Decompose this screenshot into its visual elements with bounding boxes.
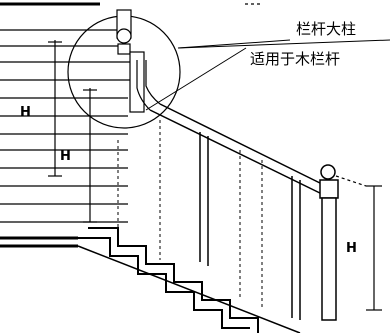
dimension-label-right: H: [346, 241, 357, 256]
dashed-lines: [117, 120, 263, 310]
balusters: [199, 132, 301, 320]
newel-post: [319, 164, 339, 321]
callout-line1: 栏杆大柱: [296, 20, 356, 38]
callout-line2: 适用于木栏杆: [250, 50, 340, 68]
handrail: [149, 103, 327, 197]
callout-leaders: [145, 39, 390, 111]
dimension-label-upper-left: H: [20, 105, 31, 120]
dimension-upper-left: [48, 40, 62, 177]
wall-lines: [0, 29, 130, 223]
stair-steps: [78, 227, 259, 333]
dimension-label-lower-left: H: [60, 149, 71, 164]
dimension-right: [335, 175, 382, 311]
floor-slab: [0, 236, 301, 333]
dimension-lower-left: [83, 88, 97, 223]
